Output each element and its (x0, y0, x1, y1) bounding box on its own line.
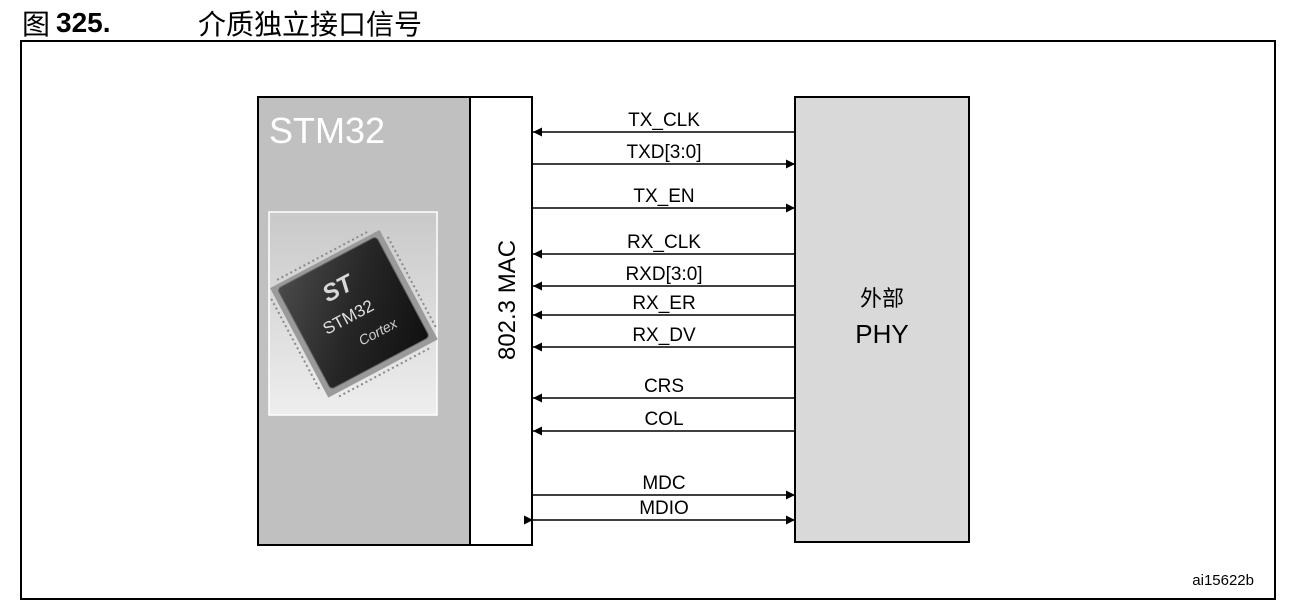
signal-label-txd-3-0: TXD[3:0] (627, 142, 702, 163)
figure-caption: 图 325. 介质独立接口信号 (22, 6, 422, 41)
phy-block (794, 96, 970, 543)
signal-lines: TX_CLK TXD[3:0] TX_EN RX_CLK RXD[3:0] RX_ER RX… (524, 110, 795, 525)
signal-label-rx-clk: RX_CLK (627, 232, 701, 253)
stm32-label: STM32 (269, 110, 385, 151)
figure-ref-id: ai15622b (1192, 572, 1254, 589)
signal-label-rx-dv: RX_DV (632, 325, 696, 346)
figure-number: 325. (56, 7, 111, 38)
mac-label: 802.3 MAC (494, 240, 521, 360)
signal-label-rxd-3-0: RXD[3:0] (625, 264, 702, 285)
figure-title: 介质独立接口信号 (198, 8, 423, 41)
signal-label-rx-er: RX_ER (632, 293, 695, 314)
chip-image: ST STM32 Cortex (268, 211, 438, 416)
signal-label-col: COL (644, 409, 683, 430)
mac-block (469, 96, 533, 546)
signal-label-mdc: MDC (642, 473, 685, 494)
signal-label-tx-en: TX_EN (633, 186, 694, 207)
phy-label-line1: 外部 (860, 287, 904, 312)
signal-label-tx-clk: TX_CLK (628, 110, 700, 131)
signal-label-crs: CRS (644, 376, 684, 397)
figure-frame (20, 40, 1276, 600)
phy-label-line2: PHY (855, 319, 908, 349)
signal-label-mdio: MDIO (639, 498, 689, 519)
figure-label-prefix: 图 (22, 8, 51, 41)
